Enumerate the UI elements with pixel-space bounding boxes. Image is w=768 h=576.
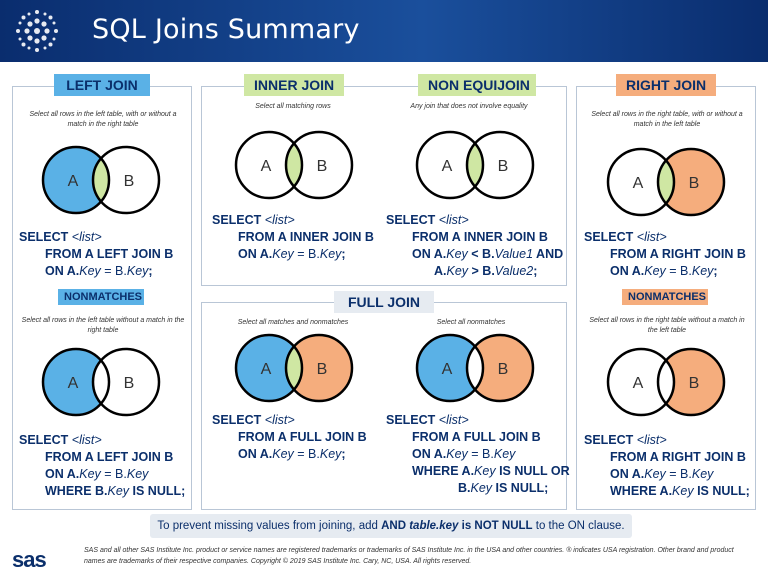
header-banner: SQL Joins Summary: [0, 0, 768, 62]
venn-circle-a: [43, 349, 109, 415]
left-join-description: Select all rows in the left table, with …: [29, 111, 177, 128]
left-join-label: LEFT JOIN: [54, 74, 150, 96]
left-join-sql: SELECT <list> FROM A LEFT JOIN B ON A.Ke…: [19, 230, 174, 278]
venn-circle-b: [91, 347, 161, 417]
venn-circle-b: [465, 130, 535, 200]
venn-circle-b: [658, 349, 724, 415]
right-join-sql: SELECT <list> FROM A RIGHT JOIN B ON A.K…: [584, 230, 746, 278]
venn-label-b: B: [498, 158, 509, 175]
venn-circle-a: [417, 335, 483, 401]
venn-label-b: B: [498, 361, 509, 378]
venn-circle-a: [234, 130, 304, 200]
right-nonmatches-description: Select all rows in the right table witho…: [589, 317, 745, 334]
venn-label-a: A: [442, 158, 453, 175]
venn-circle-a: [606, 347, 676, 417]
venn-circle-a: [43, 147, 109, 213]
inner-nonequi-panel: [201, 86, 567, 286]
right-join-description: Select all rows in the right table, with…: [591, 111, 743, 128]
full-join-label: FULL JOIN: [334, 291, 434, 313]
venn-circle-a: [236, 335, 302, 401]
left-nonmatches-label: NONMATCHES: [58, 289, 144, 305]
left-nonmatches-venn-diagram: A B: [41, 347, 161, 417]
venn-label-b: B: [317, 158, 328, 175]
venn-label-b: B: [124, 375, 135, 392]
non-equijoin-description: Any join that does not involve equality: [410, 103, 528, 110]
right-nonmatches-label: NONMATCHES: [622, 289, 708, 305]
venn-circle-b: [286, 335, 352, 401]
page-title: SQL Joins Summary: [92, 14, 360, 45]
right-join-label: RIGHT JOIN: [616, 74, 716, 96]
full-join-description: Select all matches and nonmatches: [237, 319, 349, 326]
venn-label-b: B: [689, 375, 700, 392]
full-join-sql: SELECT <list> FROM A FULL JOIN B ON A.Ke…: [212, 413, 367, 461]
full-nonmatches-description: Select all nonmatches: [436, 319, 506, 326]
legal-notice: SAS and all other SAS Institute Inc. pro…: [84, 547, 734, 565]
non-equijoin-sql: SELECT <list> FROM A INNER JOIN B ON A.K…: [386, 213, 564, 278]
venn-circle-b: [467, 335, 533, 401]
venn-circle-a: [606, 147, 676, 217]
sas-wheel-icon: [16, 10, 58, 52]
venn-label-b: B: [124, 173, 135, 190]
venn-label-a: A: [633, 375, 644, 392]
venn-label-b: B: [689, 175, 700, 192]
right-nonmatches-sql: SELECT <list> FROM A RIGHT JOIN B ON A.K…: [584, 433, 750, 498]
full-nonmatches-sql: SELECT <list> FROM A FULL JOIN B ON A.Ke…: [386, 413, 570, 495]
venn-circle-b: [91, 145, 161, 215]
right-nonmatches-venn-diagram: A B: [606, 347, 726, 417]
non-equijoin-label: NON EQUIJOIN: [418, 74, 536, 96]
sas-logo: sas: [12, 547, 47, 572]
inner-join-description: Select all matching rows: [255, 103, 331, 110]
inner-join-venn-diagram: A B: [234, 130, 354, 200]
venn-label-b: B: [317, 361, 328, 378]
venn-circle-b: [284, 130, 354, 200]
venn-label-a: A: [633, 175, 644, 192]
tip-bar: To prevent missing values from joining, …: [150, 514, 632, 538]
venn-label-a: A: [261, 361, 272, 378]
right-join-venn-diagram: A B: [606, 147, 726, 217]
full-nonmatches-venn-diagram: A B: [415, 333, 535, 403]
non-equijoin-venn-diagram: A B: [415, 130, 535, 200]
left-nonmatches-sql: SELECT <list> FROM A LEFT JOIN B ON A.Ke…: [19, 433, 186, 498]
full-join-venn-diagram: A B: [234, 333, 354, 403]
left-join-venn-diagram: A B: [41, 145, 161, 215]
venn-label-a: A: [442, 361, 453, 378]
venn-label-a: A: [261, 158, 272, 175]
left-nonmatches-description: Select all rows in the left table withou…: [21, 317, 185, 334]
venn-circle-a: [415, 130, 485, 200]
inner-join-label: INNER JOIN: [244, 74, 344, 96]
inner-join-sql: SELECT <list> FROM A INNER JOIN B ON A.K…: [212, 213, 374, 261]
venn-circle-b: [658, 149, 724, 215]
venn-label-a: A: [68, 375, 79, 392]
venn-label-a: A: [68, 173, 79, 190]
